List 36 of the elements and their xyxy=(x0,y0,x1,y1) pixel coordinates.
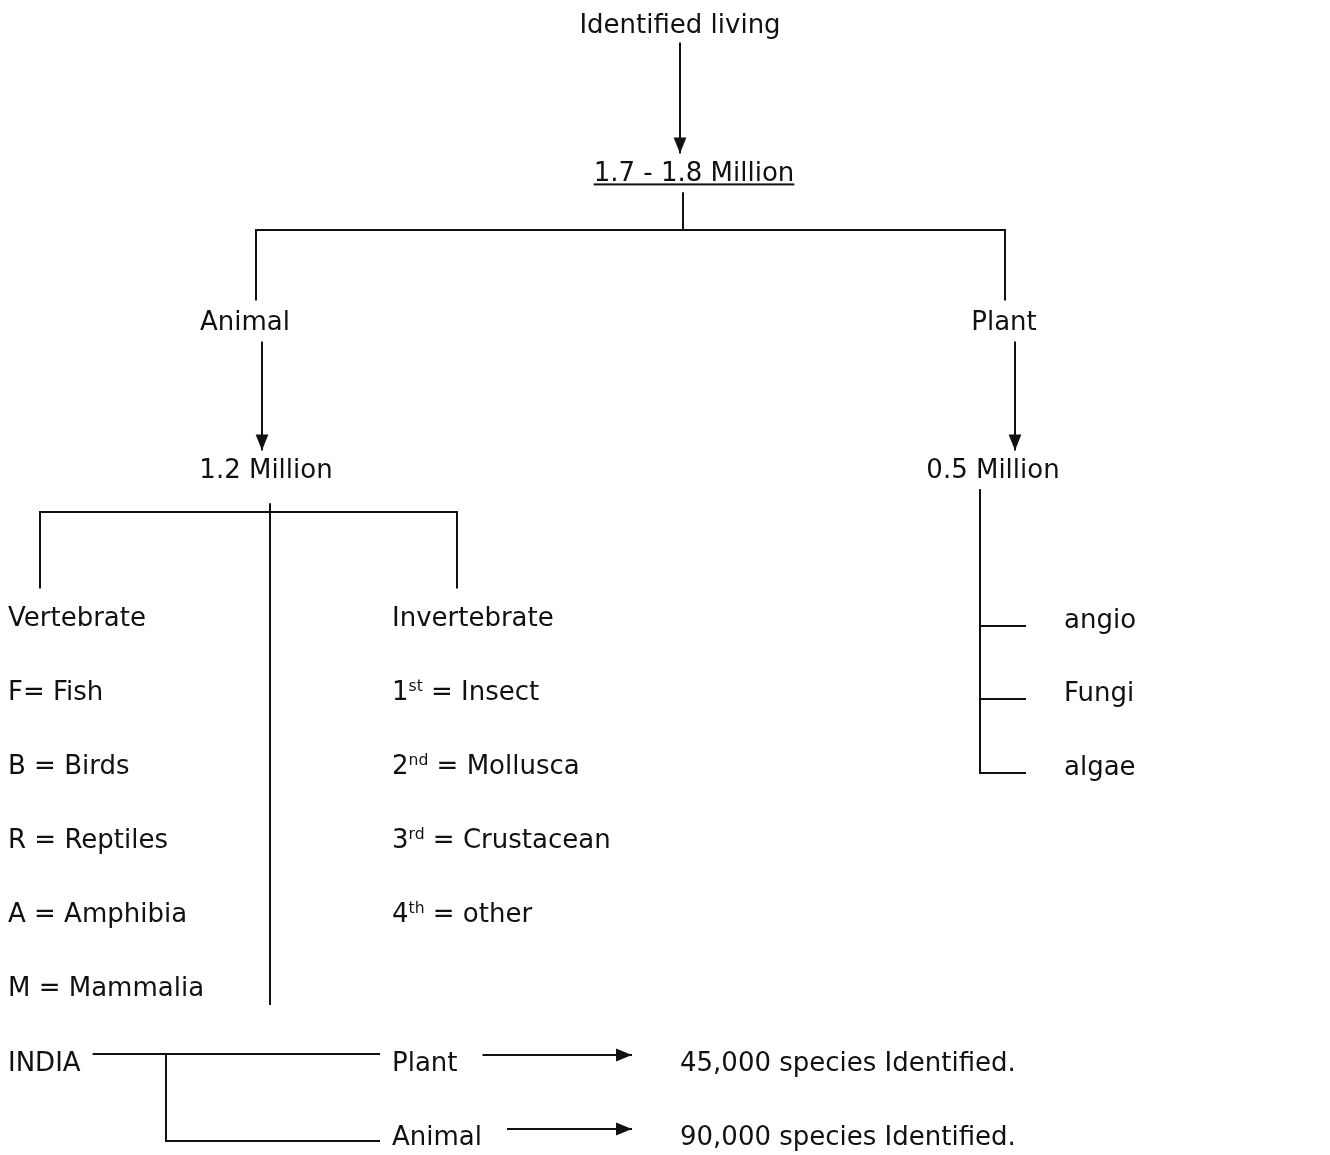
node-text: Animal xyxy=(200,306,290,338)
list-item: R = Reptiles xyxy=(8,824,168,856)
node-text: Invertebrate xyxy=(392,602,554,634)
list-item: M = Mammalia xyxy=(8,972,205,1004)
arrow xyxy=(481,1048,633,1062)
arrow xyxy=(1008,340,1022,452)
node-text: Animal xyxy=(392,1121,482,1153)
node-text: 90,000 species Identified. xyxy=(680,1121,1016,1153)
list-item: B = Birds xyxy=(8,750,130,782)
node-text: algae xyxy=(1064,751,1136,783)
connector-line xyxy=(979,488,1027,774)
arrow xyxy=(255,340,269,452)
connector-line xyxy=(269,502,271,1006)
list-item: F= Fish xyxy=(8,676,104,708)
node-text: 1.2 Million xyxy=(199,454,333,486)
node-text: Plant xyxy=(392,1047,458,1079)
list-item: 3$^{rd}$ = Crustacean xyxy=(392,824,611,856)
arrow xyxy=(506,1122,633,1136)
node-text: Vertebrate xyxy=(8,602,146,634)
node-text: Plant xyxy=(971,306,1037,338)
connector-line xyxy=(91,1053,381,1055)
list-item: 1$^{st}$ = Insect xyxy=(392,676,540,708)
node-text: angio xyxy=(1064,604,1137,636)
node-text: INDIA xyxy=(8,1047,81,1079)
node-text: 45,000 species Identified. xyxy=(680,1047,1016,1079)
node-text: Identified living xyxy=(579,9,781,41)
node-text: 0.5 Million xyxy=(926,454,1060,486)
node-text: Fungi xyxy=(1064,677,1135,709)
list-item: A = Amphibia xyxy=(8,898,188,930)
connector-line xyxy=(682,191,1006,302)
list-item: 2$^{nd}$ = Mollusca xyxy=(392,750,580,782)
connector-line xyxy=(269,511,458,590)
list-item: 4$^{th}$ = other xyxy=(392,898,533,930)
node-text: 1.7 - 1.8 Million xyxy=(593,157,795,189)
arrow xyxy=(673,41,687,155)
connector-line xyxy=(165,1053,381,1142)
